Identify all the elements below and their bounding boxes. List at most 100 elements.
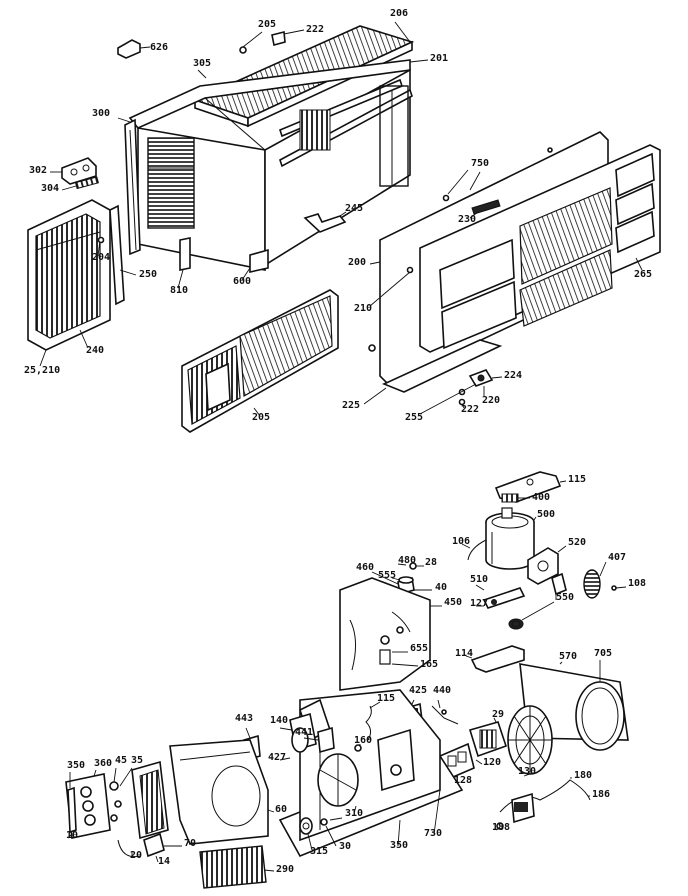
callout-255: 255 bbox=[405, 412, 423, 423]
callout-460: 460 bbox=[356, 562, 374, 573]
callout-106: 106 bbox=[452, 536, 470, 547]
callout-206: 206 bbox=[390, 8, 408, 19]
callout-310: 310 bbox=[345, 808, 363, 819]
callout-200: 200 bbox=[348, 257, 366, 268]
callout-205: 205 bbox=[252, 412, 270, 423]
callout-165: 165 bbox=[420, 659, 438, 670]
callout-245: 245 bbox=[345, 203, 363, 214]
side-parts-302-304 bbox=[50, 157, 99, 191]
callout-300: 300 bbox=[92, 108, 110, 119]
callout-28: 28 bbox=[425, 557, 437, 568]
callout-35: 35 bbox=[131, 755, 143, 766]
callout-570: 570 bbox=[559, 651, 577, 662]
callout-115: 115 bbox=[568, 474, 586, 485]
callout-225: 225 bbox=[342, 400, 360, 411]
control-panel-bracket bbox=[339, 577, 431, 691]
callout-441: 441 bbox=[295, 727, 313, 738]
callout-400: 400 bbox=[532, 492, 550, 503]
callout-222: 222 bbox=[461, 404, 479, 415]
callout-130: 130 bbox=[518, 766, 536, 777]
front-grille-panel-205 bbox=[181, 289, 339, 433]
callout-655: 655 bbox=[410, 643, 428, 654]
small-parts-top bbox=[239, 21, 411, 54]
callout-160: 160 bbox=[354, 735, 372, 746]
callout-302: 302 bbox=[29, 165, 47, 176]
callout-407: 407 bbox=[608, 552, 626, 563]
callout-204: 204 bbox=[92, 252, 110, 263]
partition-60 bbox=[169, 739, 275, 845]
callout-360: 360 bbox=[94, 758, 112, 769]
callout-10: 10 bbox=[66, 830, 78, 841]
callout-550: 550 bbox=[556, 592, 574, 603]
callout-29: 29 bbox=[492, 709, 504, 720]
callout-20: 20 bbox=[130, 850, 142, 861]
callout-140: 140 bbox=[270, 715, 288, 726]
callout-705: 705 bbox=[594, 648, 612, 659]
callout-188: 188 bbox=[492, 822, 510, 833]
callout-304: 304 bbox=[41, 183, 59, 194]
callout-730: 730 bbox=[424, 828, 442, 839]
callout-201: 201 bbox=[430, 53, 448, 64]
callout-626: 626 bbox=[150, 42, 168, 53]
bracket-510 bbox=[475, 584, 526, 609]
callout-25-210: 25,210 bbox=[24, 365, 60, 376]
front-panel-200-265 bbox=[368, 131, 661, 393]
bracket-114 bbox=[465, 620, 525, 673]
bracket-245 bbox=[303, 211, 347, 233]
base-pan-730 bbox=[278, 689, 464, 858]
callout-750: 750 bbox=[471, 158, 489, 169]
callout-230: 230 bbox=[458, 214, 476, 225]
callout-480: 480 bbox=[398, 555, 416, 566]
callout-443: 443 bbox=[235, 713, 253, 724]
callout-450: 450 bbox=[444, 597, 462, 608]
callout-128: 128 bbox=[454, 775, 472, 786]
callout-350: 350 bbox=[390, 840, 408, 851]
side-louver-panel bbox=[27, 199, 137, 367]
wire-harness bbox=[495, 777, 591, 831]
callout-500: 500 bbox=[537, 509, 555, 520]
callout-600: 600 bbox=[233, 276, 251, 287]
callout-520: 520 bbox=[568, 537, 586, 548]
callout-30: 30 bbox=[339, 841, 351, 852]
callout-425: 425 bbox=[409, 685, 427, 696]
callout-250: 250 bbox=[139, 269, 157, 280]
callout-290: 290 bbox=[276, 864, 294, 875]
callout-45: 45 bbox=[115, 755, 127, 766]
callout-115: 115 bbox=[377, 693, 395, 704]
callout-440: 440 bbox=[433, 685, 451, 696]
callout-127: 127 bbox=[470, 598, 488, 609]
spring-400 bbox=[501, 493, 530, 503]
callout-315: 315 bbox=[310, 846, 328, 857]
fan-motor-500 bbox=[461, 507, 537, 570]
callout-222: 222 bbox=[306, 24, 324, 35]
callout-350: 350 bbox=[67, 760, 85, 771]
callout-427: 427 bbox=[268, 752, 286, 763]
control-knob-panel bbox=[65, 767, 133, 839]
callout-810: 810 bbox=[170, 285, 188, 296]
front-grille-290 bbox=[199, 845, 275, 889]
callout-114: 114 bbox=[455, 648, 473, 659]
callout-510: 510 bbox=[470, 574, 488, 585]
compressor-components bbox=[243, 701, 381, 762]
small-parts-front bbox=[363, 369, 503, 415]
callout-14: 14 bbox=[158, 856, 170, 867]
callout-555: 555 bbox=[378, 570, 396, 581]
blower-wheel bbox=[507, 705, 553, 777]
cabinet-frame bbox=[117, 59, 429, 289]
callout-70: 70 bbox=[184, 838, 196, 849]
callout-224: 224 bbox=[504, 370, 522, 381]
control-box-70 bbox=[117, 760, 182, 863]
callout-108: 108 bbox=[628, 578, 646, 589]
callout-240: 240 bbox=[86, 345, 104, 356]
callout-40: 40 bbox=[435, 582, 447, 593]
callout-60: 60 bbox=[275, 804, 287, 815]
callout-180: 180 bbox=[574, 770, 592, 781]
callout-120: 120 bbox=[483, 757, 501, 768]
callout-265: 265 bbox=[634, 269, 652, 280]
small-parts-base bbox=[299, 817, 343, 851]
callout-210: 210 bbox=[354, 303, 372, 314]
bracket-520-spring-407 bbox=[527, 545, 627, 600]
